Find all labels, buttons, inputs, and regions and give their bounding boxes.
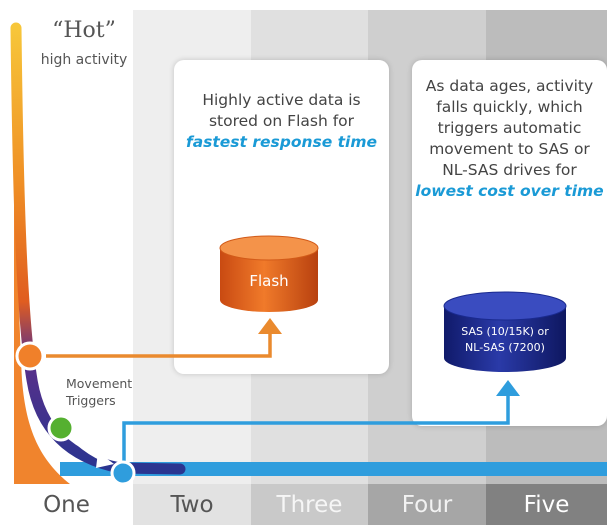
sas-cylinder-line: NL-SAS (7200) xyxy=(465,341,545,354)
sas-arrowhead xyxy=(496,380,520,396)
flash-cylinder-label: Flash xyxy=(249,272,289,290)
flash-arrowhead xyxy=(258,318,282,334)
stage-label-one: One xyxy=(0,484,133,525)
stage-label-five: Five xyxy=(486,484,607,525)
movement-triggers-label: Movement Triggers xyxy=(66,375,156,409)
stage-label-four: Four xyxy=(368,484,486,525)
sas-cylinder xyxy=(443,291,567,372)
hot-title: “Hot” xyxy=(52,18,116,43)
sas-card-text: As data ages, activity falls quickly, wh… xyxy=(414,76,605,202)
movement-label-line: Movement xyxy=(66,376,133,391)
sas-cylinder-line: SAS (10/15K) or xyxy=(461,325,549,338)
flash-card-line: Highly active data is xyxy=(202,91,361,109)
sas-cylinder-label: SAS (10/15K) or NL-SAS (7200) xyxy=(444,324,566,356)
hot-area-fill xyxy=(14,30,70,484)
flash-card-text: Highly active data is stored on Flash fo… xyxy=(180,90,383,153)
flash-cylinder xyxy=(219,235,319,312)
warm-trigger-dot xyxy=(47,414,75,442)
stage-label-three: Three xyxy=(251,484,368,525)
sas-card-line: triggers automatic xyxy=(437,119,582,137)
flash-card-line: stored on Flash for xyxy=(208,112,355,130)
movement-label-line: Triggers xyxy=(66,393,116,408)
sas-card-line: movement to SAS or xyxy=(429,140,590,158)
sas-movement-path xyxy=(122,392,510,470)
flash-card-accent: fastest response time xyxy=(185,133,378,151)
sas-card-line: falls quickly, which xyxy=(436,98,583,116)
cold-trigger-dot xyxy=(110,460,136,486)
sas-card-line: NL-SAS drives for xyxy=(442,161,577,179)
sas-card-accent: lowest cost over time xyxy=(415,182,604,200)
movement-arrowhead xyxy=(96,452,114,468)
flash-card xyxy=(174,60,389,374)
hot-subtitle: high activity xyxy=(40,52,128,68)
sas-card-line: As data ages, activity xyxy=(425,77,594,95)
hot-trigger-dot xyxy=(15,341,45,371)
flash-movement-path xyxy=(46,330,272,358)
stage-label-two: Two xyxy=(133,484,251,525)
cold-data-band xyxy=(60,462,607,476)
